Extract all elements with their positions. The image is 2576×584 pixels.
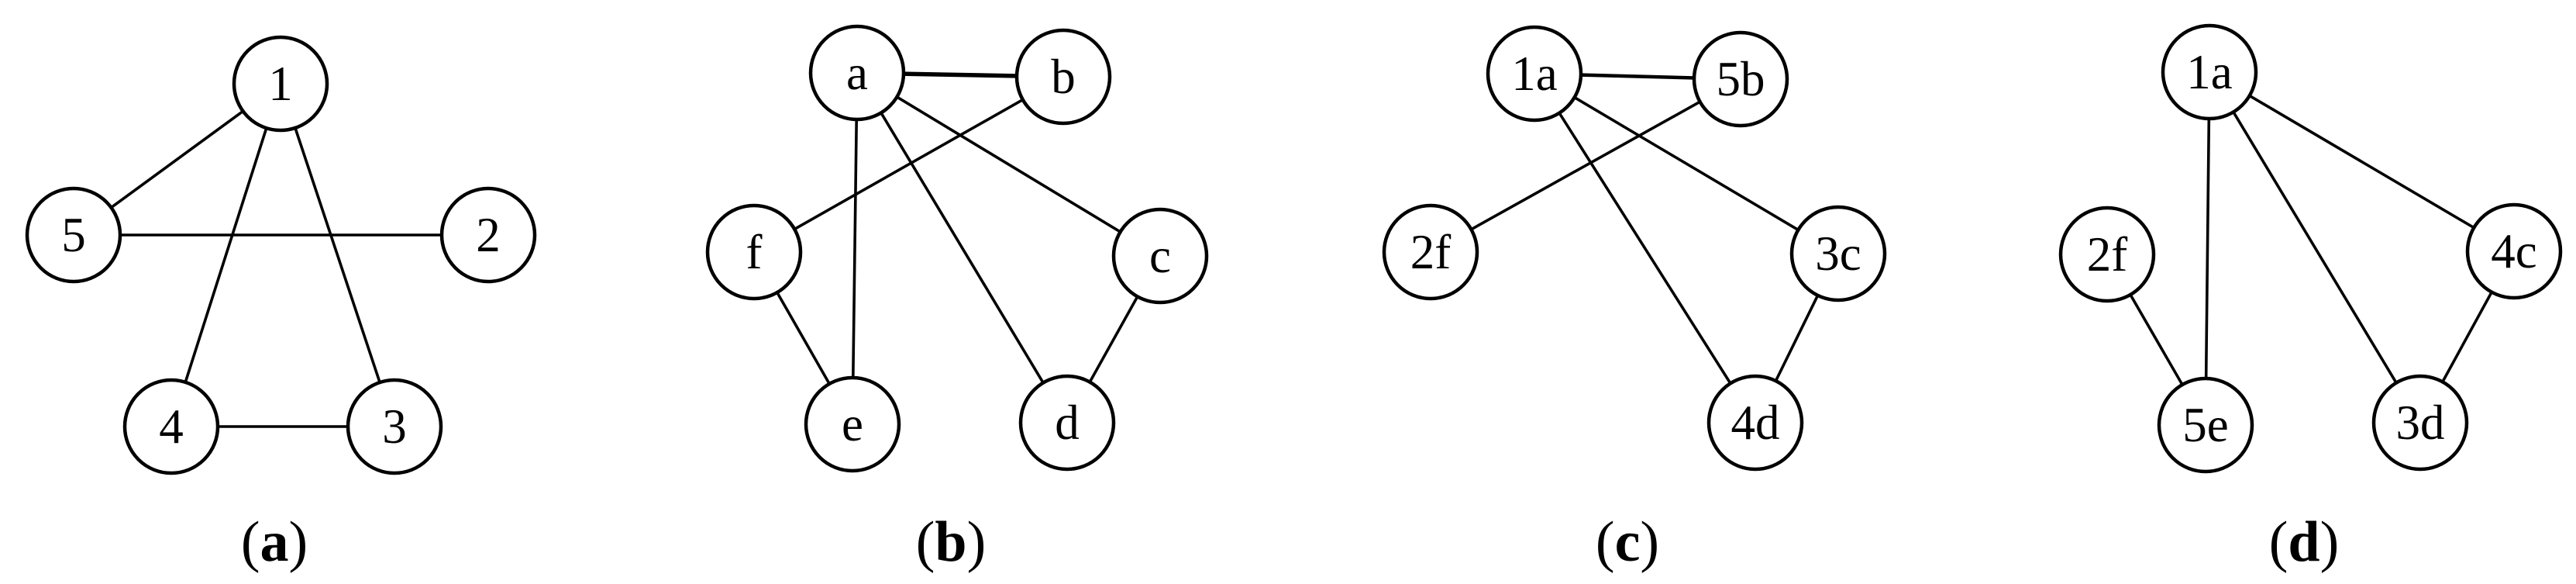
graph-b-node-e — [804, 375, 901, 473]
graph-c-node-1a-label: 1a — [1511, 47, 1558, 101]
graph-d-node-5e — [2157, 376, 2254, 474]
graph-b-edge-a-c — [856, 71, 1161, 257]
graph-b-node-d-label: d — [1055, 396, 1080, 450]
graph-d-edge-1a-3d — [2208, 71, 2422, 423]
graph-d-node-3d-label: 3d — [2396, 396, 2445, 450]
graph-a-node-4-label: 4 — [159, 399, 184, 454]
graph-c-node-5b — [1692, 30, 1789, 128]
graph-c-edge-5b-2f — [1430, 78, 1741, 254]
graph-b: a b f c e d (b) — [705, 24, 1209, 574]
graph-c-node-1a — [1486, 25, 1583, 123]
graph-b-edge-a-d — [856, 72, 1069, 423]
graph-b-caption: (b) — [916, 510, 986, 574]
graph-a-edge-1-4 — [170, 83, 282, 427]
graph-c-node-5b-label: 5b — [1717, 52, 1765, 106]
graph-c-node-3c — [1789, 205, 1887, 302]
graph-c-node-4d — [1706, 374, 1804, 472]
graph-d-edge-1a-4c — [2209, 71, 2515, 253]
graph-c-caption: (c) — [1596, 510, 1659, 574]
graph-c-node-2f — [1382, 203, 1479, 301]
graph-b-node-b-label: b — [1051, 50, 1076, 104]
graph-c-node-4d-label: 4d — [1731, 396, 1780, 450]
graph-c-node-2f-label: 2f — [1410, 225, 1452, 279]
graph-c-edge-1a-3c — [1534, 72, 1839, 255]
graph-b-node-b — [1014, 28, 1112, 126]
graph-a-node-2 — [439, 186, 537, 284]
graph-a-node-3-label: 3 — [382, 399, 407, 454]
graph-b-node-f-label: f — [746, 225, 763, 279]
graph-d-node-1a-label: 1a — [2186, 45, 2233, 99]
graph-d-node-3d — [2371, 374, 2469, 472]
graph-d-node-5e-label: 5e — [2182, 398, 2228, 452]
graph-a: 1 5 2 4 3 (a) — [25, 35, 537, 574]
graph-b-node-f — [705, 203, 803, 301]
graph-b-edge-b-f — [753, 75, 1064, 254]
graph-a-node-1-label: 1 — [268, 57, 293, 111]
graph-d: 1a 2f 4c 5e 3d (d) — [2058, 23, 2563, 574]
graph-a-node-2-label: 2 — [476, 208, 501, 262]
graph-c-node-3c-label: 3c — [1815, 226, 1861, 281]
graph-d-node-2f — [2058, 206, 2156, 303]
graph-a-edge-1-3 — [279, 83, 396, 427]
graph-d-node-4c-label: 4c — [2491, 224, 2536, 278]
graph-d-node-1a — [2161, 23, 2258, 121]
graph-b-node-c — [1111, 207, 1209, 305]
graph-a-node-1 — [232, 35, 329, 133]
graph-b-node-e-label: e — [842, 397, 863, 451]
graph-c-edge-1a-4d — [1533, 73, 1757, 423]
graph-b-node-c-label: c — [1149, 229, 1171, 283]
graph-a-node-5 — [25, 186, 122, 284]
graph-d-edge-1a-5e — [2204, 71, 2211, 426]
graph-b-node-a-label: a — [846, 46, 868, 100]
graph-a-node-4 — [122, 378, 220, 475]
graph-b-edge-a-e — [851, 72, 859, 425]
graph-d-caption: (d) — [2269, 510, 2339, 574]
graph-b-node-d — [1018, 374, 1116, 472]
graph-a-node-5-label: 5 — [61, 208, 86, 262]
graph-a-node-3 — [346, 378, 443, 475]
graph-c: 1a 5b 2f 3c 4d (c) — [1382, 25, 1887, 574]
graph-d-node-4c — [2465, 202, 2563, 300]
graph-b-node-a — [808, 24, 906, 122]
graph-d-node-2f-label: 2f — [2087, 227, 2128, 282]
graph-a-caption: (a) — [241, 510, 308, 574]
